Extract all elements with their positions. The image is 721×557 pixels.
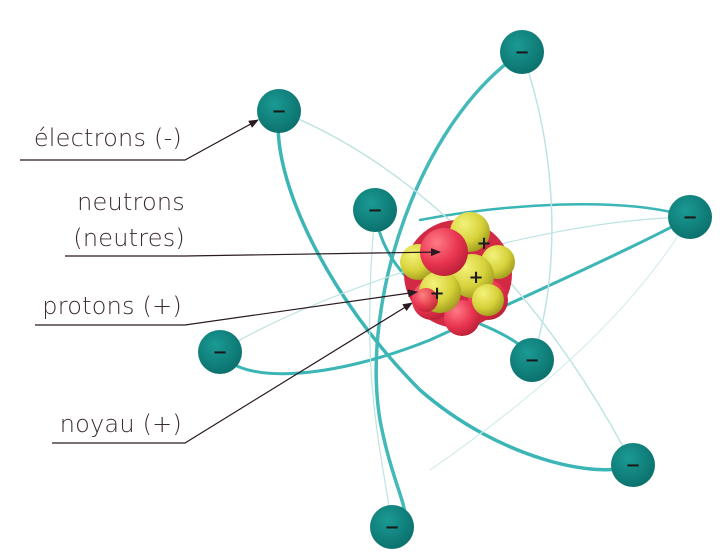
- leader-noyau: [52, 302, 413, 444]
- leader-neutrons: [65, 248, 441, 257]
- leader-electrons: [20, 119, 259, 161]
- electron: −: [500, 30, 544, 74]
- electron-sign: −: [212, 342, 227, 363]
- neutron: [414, 288, 438, 312]
- electron: −: [668, 195, 712, 239]
- neutron: [444, 300, 480, 336]
- electron: −: [510, 338, 554, 382]
- electron: −: [353, 188, 397, 232]
- orbit-2: [276, 109, 635, 472]
- electron-sign: −: [271, 101, 286, 122]
- electron-sign: −: [384, 517, 399, 538]
- electron: −: [257, 89, 301, 133]
- electrons: − − − − − − − −: [198, 30, 712, 549]
- proton-sign: +: [468, 267, 483, 288]
- leader-protons: [35, 289, 418, 326]
- leader-lines: [20, 119, 441, 444]
- electron-sign: −: [514, 42, 529, 63]
- nucleus: + + +: [400, 212, 515, 336]
- proton-sign: +: [476, 233, 491, 254]
- orbit-faint-2: [521, 51, 553, 361]
- orbit-3: [218, 215, 692, 376]
- label-protons: protons (+): [42, 292, 182, 320]
- label-noyau: noyau (+): [59, 410, 182, 438]
- orbit-faint-5: [429, 216, 691, 471]
- electron-sign: −: [524, 350, 539, 371]
- electron-sign: −: [367, 200, 382, 221]
- electron-sign: −: [682, 207, 697, 228]
- electron: −: [611, 443, 655, 487]
- neutron: [420, 228, 468, 276]
- proton-sign: +: [429, 283, 444, 304]
- label-neutrons-line2: (neutres): [73, 224, 185, 252]
- electron: −: [198, 330, 242, 374]
- proton: [472, 284, 504, 316]
- orbit-5: [418, 202, 692, 222]
- electron-sign: −: [625, 455, 640, 476]
- orbit-faint-4: [369, 209, 393, 528]
- label-electrons: électrons (-): [33, 124, 182, 152]
- orbit-1: [374, 50, 524, 529]
- label-neutrons-line1: neutrons: [77, 188, 185, 216]
- electron: −: [370, 505, 414, 549]
